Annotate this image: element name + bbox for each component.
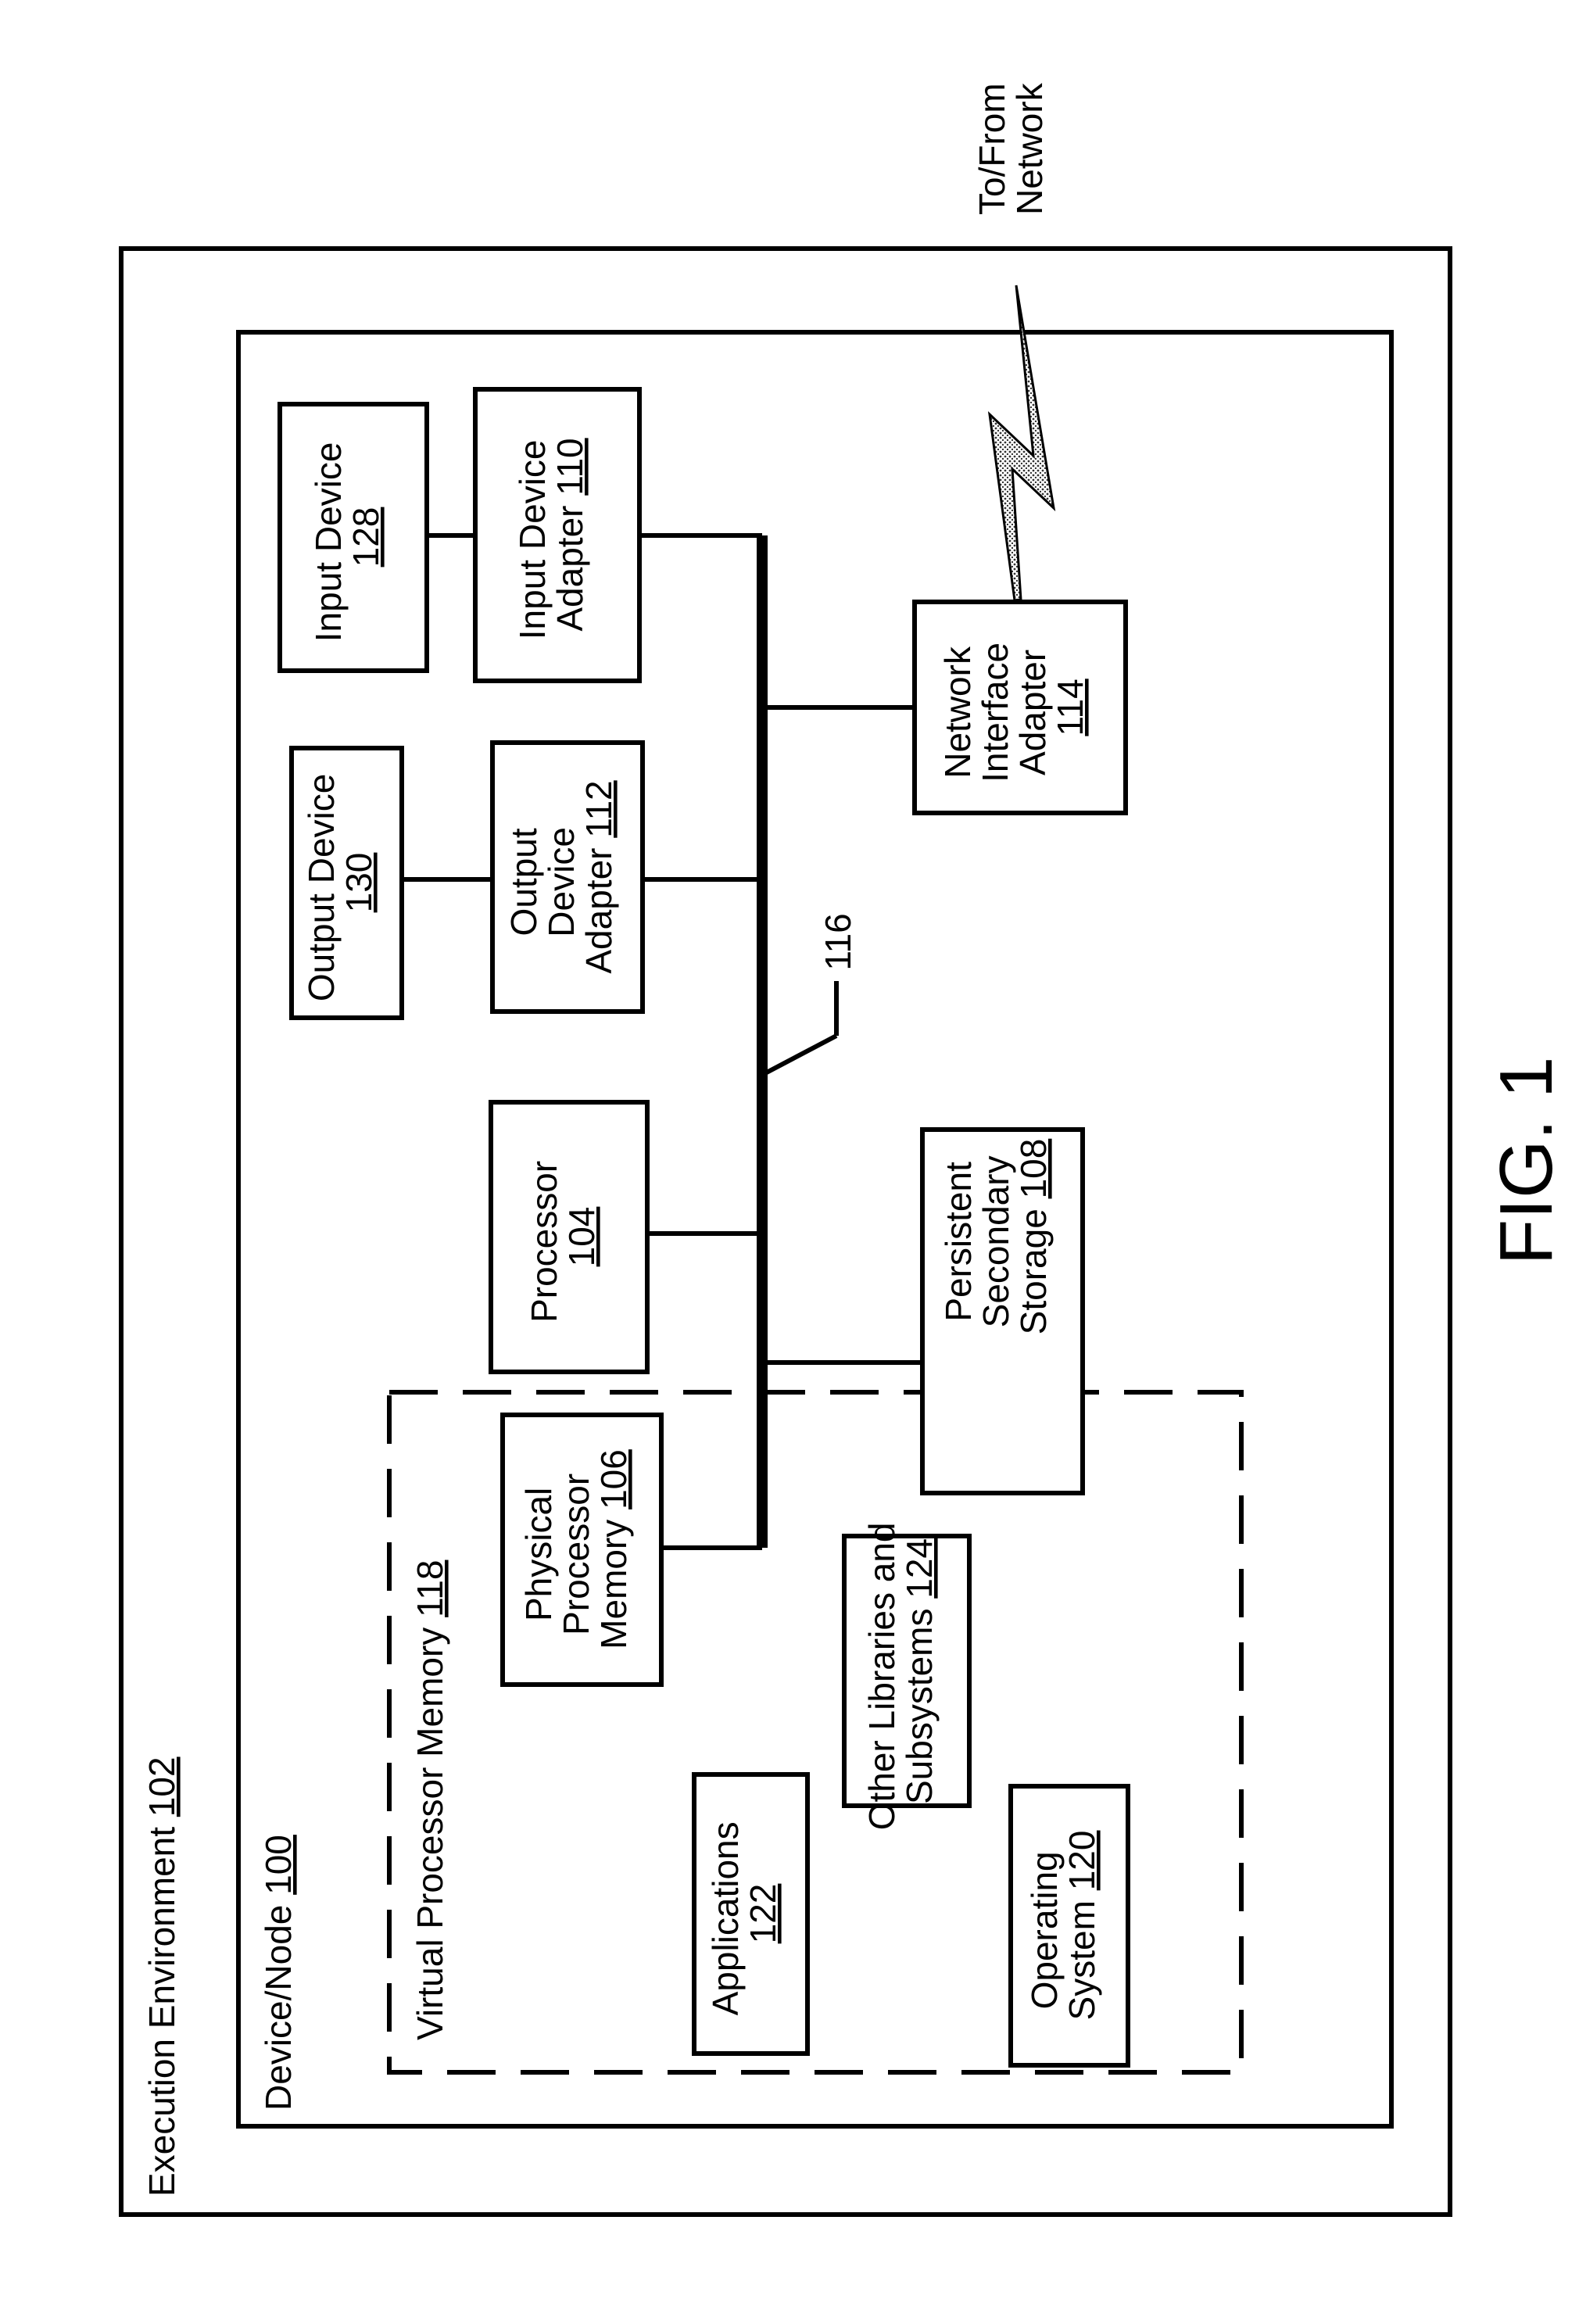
physical-memory-label: Physical Processor Memory 106	[518, 1449, 634, 1649]
bus-ref-label: 116	[818, 913, 858, 970]
execution-environment-label: Execution Environment 102	[141, 1756, 182, 2197]
other-libraries-label: Other Libraries and Subsystems 124	[861, 1513, 940, 1831]
rotated-labels: Execution Environment 102 Device/Node 10…	[141, 73, 1568, 2197]
device-node-label: Device/Node 100	[258, 1835, 299, 2111]
persistent-storage-label: Persistent Secondary Storage 108	[938, 1139, 1054, 1335]
virtual-memory-label: Virtual Processor Memory 118	[410, 1560, 450, 2040]
input-device-adapter-label: Input Device Adapter 110	[512, 430, 590, 639]
operating-system-label: Operating System 120	[1024, 1831, 1102, 2021]
figure-caption: FIG. 1	[1484, 1057, 1568, 1266]
bus-ref-leader	[762, 1036, 836, 1075]
network-label: To/From Network	[972, 73, 1050, 215]
